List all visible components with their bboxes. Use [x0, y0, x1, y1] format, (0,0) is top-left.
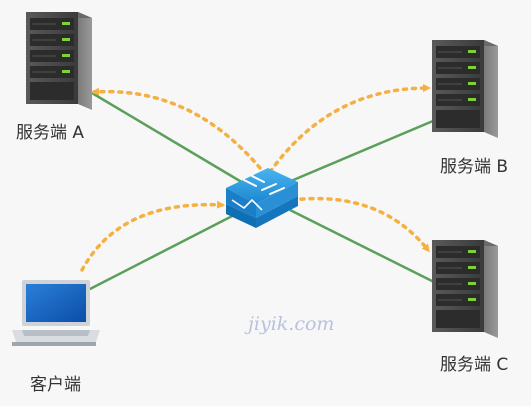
link-line-client [87, 210, 241, 292]
link-line-server-a [91, 91, 256, 192]
server-b-icon [431, 39, 499, 139]
link-line-server-b [264, 116, 441, 194]
watermark: jiyik.com [248, 313, 335, 335]
traffic-arrow-to-server-b [268, 84, 431, 174]
server-a-icon [25, 11, 93, 111]
traffic-arrow-to-server-a [91, 87, 262, 170]
server-c-icon [431, 239, 499, 339]
network-switch-icon [226, 168, 298, 228]
server-c-label: 服务端 C [440, 355, 509, 375]
laptop-icon [12, 280, 100, 346]
traffic-arrow-from-client [80, 200, 225, 272]
server-b-label: 服务端 B [440, 157, 509, 177]
traffic-arrow-to-server-c [290, 196, 430, 253]
client-label: 客户端 [30, 375, 81, 395]
server-a-label: 服务端 A [16, 123, 85, 143]
link-line-server-c [289, 208, 441, 287]
